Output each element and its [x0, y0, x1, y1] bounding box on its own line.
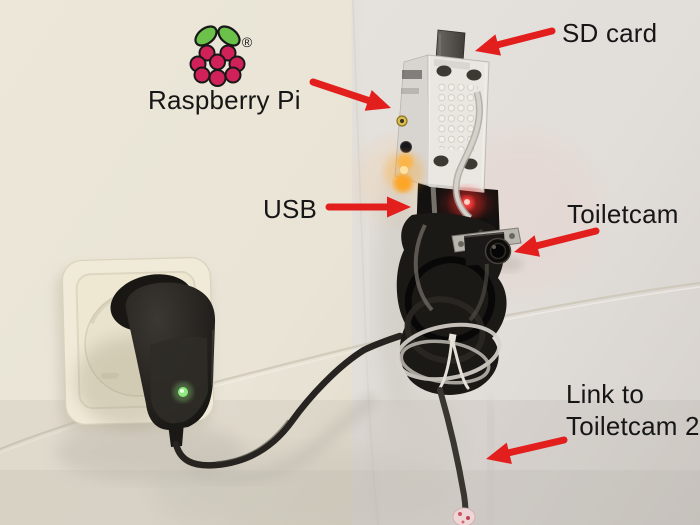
link-label-line2: Toiletcam 2: [566, 411, 700, 441]
sd-card-label: SD card: [562, 18, 658, 48]
white-cable-loops: [394, 322, 502, 390]
usb-label: USB: [263, 194, 318, 224]
logo-berry: [189, 44, 246, 87]
usb-arrow: [325, 196, 411, 218]
link-label-line1: Link to: [566, 379, 645, 409]
toiletcam-camera: [451, 227, 522, 266]
link-toiletcam2-label: Link to Toiletcam 2: [566, 378, 700, 442]
registered-mark: ®: [242, 34, 253, 50]
pi-audio-jack: [400, 141, 412, 153]
sd-card-arrow: [475, 27, 556, 56]
adapter-strain-relief: [168, 422, 184, 447]
link-toiletcam2-arrow: [486, 436, 568, 464]
raspberry-pi-arrow: [309, 78, 391, 111]
zip-tie: [438, 336, 470, 390]
pink-object: [452, 507, 476, 525]
power-adapter: [75, 274, 216, 447]
toiletcam-arrow: [514, 227, 600, 257]
raspberry-pi-label: Raspberry Pi: [148, 85, 301, 115]
pi-case-vents: [438, 82, 478, 152]
toiletcam-label: Toiletcam: [567, 199, 679, 229]
pi-led-orange: [384, 152, 424, 192]
raspberry-pi-unit: [384, 29, 493, 221]
pi-case: [394, 54, 490, 193]
logo-leaves: [194, 25, 241, 47]
raspberry-pi-logo: ®: [189, 25, 253, 87]
power-cable: [172, 332, 404, 469]
